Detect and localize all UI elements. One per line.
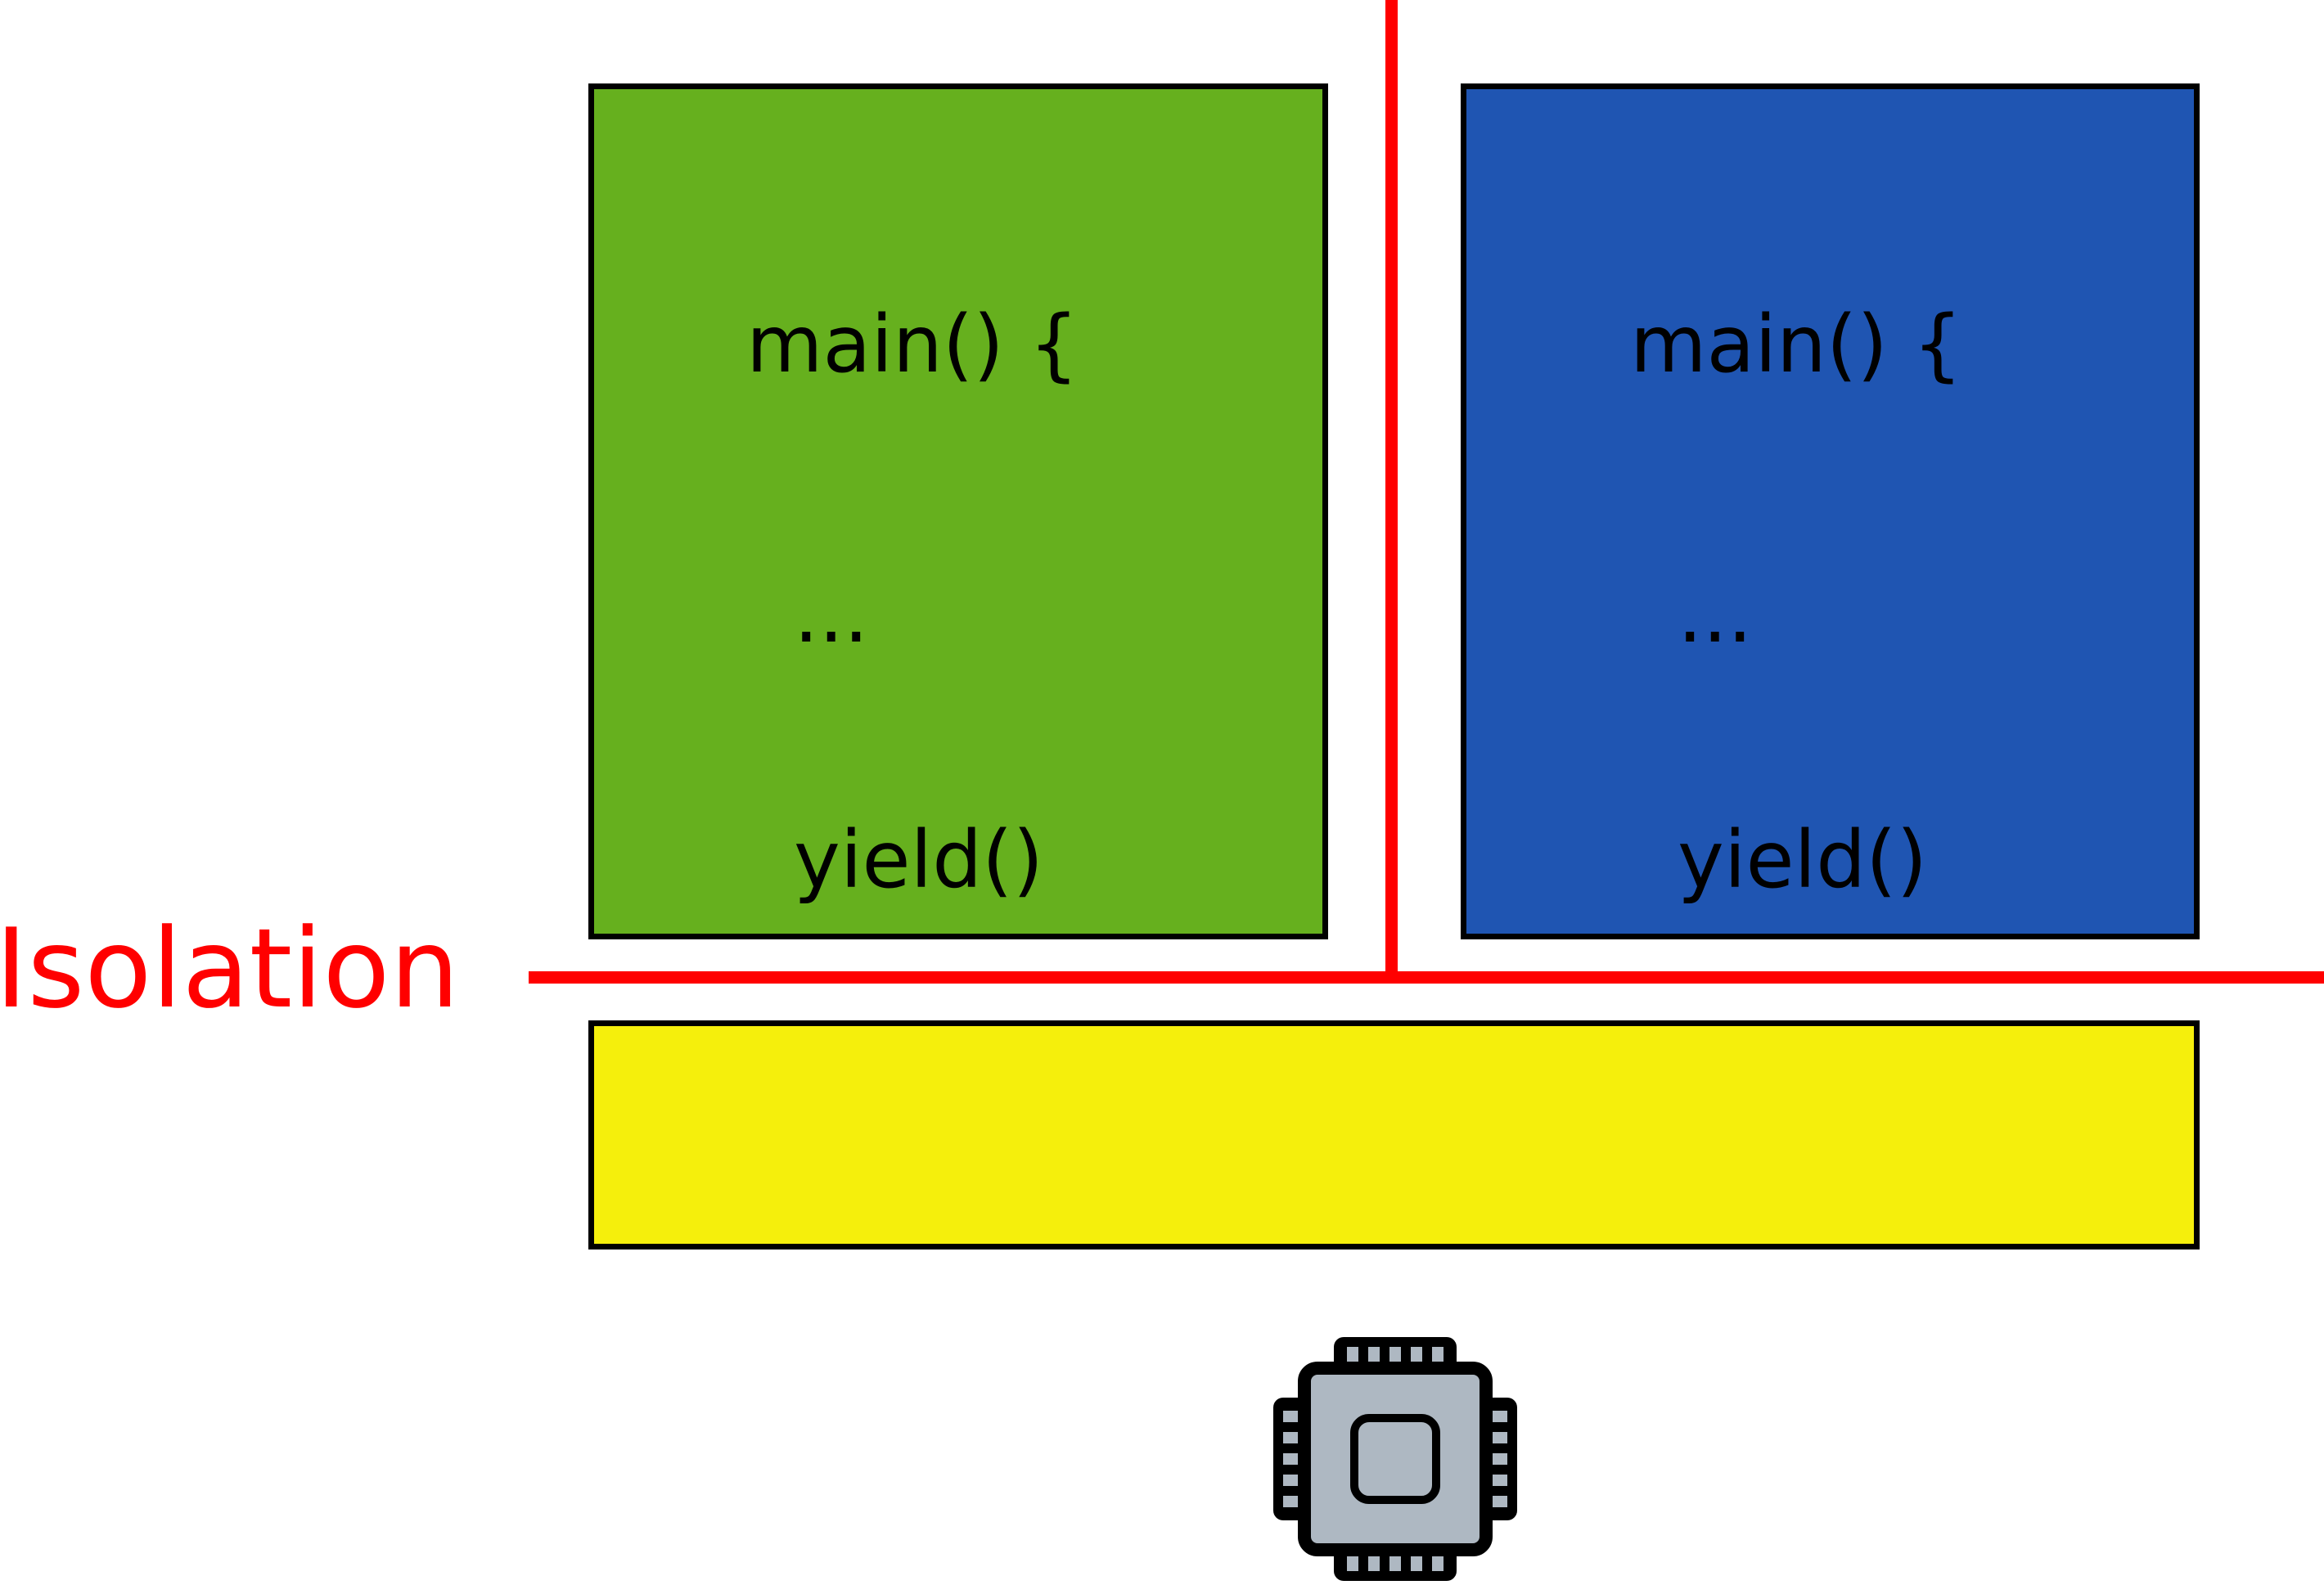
code-line-yield: yield() <box>1678 814 1928 906</box>
code-line-ellipsis: ... <box>1678 569 1753 660</box>
isolation-boundary-vertical <box>1385 0 1398 978</box>
cpu-chip-icon <box>1270 1334 1520 1584</box>
isolation-label: Isolation <box>0 905 460 1033</box>
task-box-green: main() { ... yield() } <box>588 83 1328 1150</box>
task-box-blue: main() { ... yield() } <box>1461 83 2200 1150</box>
code-line-main-open: main() { <box>746 299 1079 390</box>
code-line-ellipsis: ... <box>794 569 869 660</box>
scheduler-bar <box>588 1020 2200 1250</box>
code-line-main-open: main() { <box>1630 299 1963 390</box>
isolation-boundary-horizontal <box>529 971 2324 984</box>
code-line-yield: yield() <box>794 814 1044 906</box>
